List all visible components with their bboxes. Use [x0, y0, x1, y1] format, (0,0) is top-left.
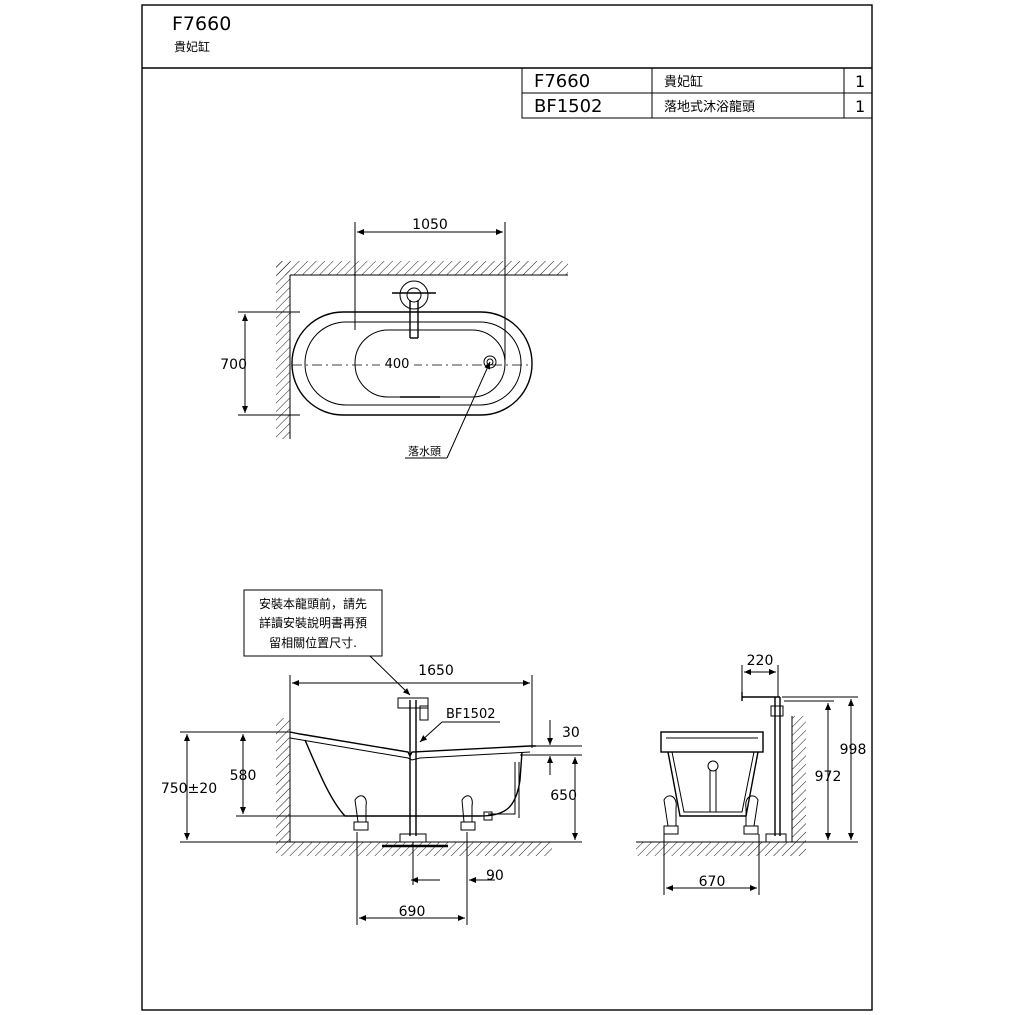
- end-floor: [636, 842, 806, 856]
- side-faucet-label: BF1502: [446, 707, 495, 722]
- plan-faucet-base: [399, 280, 429, 310]
- parts-row-2-code: BF1502: [534, 96, 603, 117]
- side-note-line-1: 安裝本龍頭前，請先: [259, 596, 367, 611]
- parts-row-1-qty: 1: [855, 72, 865, 91]
- side-dim-total-height: 750±20: [161, 781, 217, 797]
- parts-row-2-name: 落地式沐浴龍頭: [664, 99, 755, 115]
- end-dim-972: 972: [815, 769, 842, 785]
- plan-wall-top: [276, 261, 568, 275]
- side-wall: [276, 718, 290, 842]
- side-tub-foot-left: [353, 795, 369, 831]
- side-note-line-3: 留相關位置尺寸.: [269, 635, 357, 650]
- side-floor: [276, 842, 552, 856]
- title-model: F7660: [172, 13, 231, 35]
- side-note-box: [243, 589, 383, 657]
- sheet-border: [141, 4, 873, 1011]
- side-dim-90: 90: [486, 868, 504, 884]
- plan-tub-outer: [291, 311, 533, 416]
- end-dim-998: 998: [840, 742, 867, 758]
- end-wall: [792, 716, 806, 842]
- side-faucet: [382, 697, 448, 848]
- side-tub-body: [304, 739, 523, 817]
- plan-wall-left: [276, 261, 290, 439]
- end-tub-rim: [660, 731, 764, 753]
- title-name: 貴妃缸: [174, 39, 210, 54]
- plan-view: 1050 700 400 落水頭: [220, 217, 568, 459]
- side-view: 安裝本龍頭前，請先 詳讀安裝說明書再預 留相關位置尺寸.: [161, 589, 582, 925]
- end-dim-220: 220: [747, 653, 774, 669]
- end-faucet: [741, 692, 787, 843]
- plan-dim-width: 700: [220, 357, 247, 373]
- side-dim-inner-height: 580: [230, 768, 257, 784]
- end-tub-foot-left: [663, 795, 679, 835]
- plan-dim-inner: 400: [385, 357, 410, 372]
- plan-dim-length: 1050: [412, 217, 448, 233]
- parts-row-1-name: 貴妃缸: [664, 74, 703, 90]
- parts-row-2-qty: 1: [855, 97, 865, 116]
- end-view: 220 998 972 670: [636, 653, 866, 895]
- parts-row-1-code: F7660: [534, 71, 590, 92]
- side-dim-650: 650: [550, 788, 577, 804]
- plan-tub-inner: [304, 321, 522, 406]
- side-dim-690: 690: [399, 904, 426, 920]
- plan-drain: [483, 355, 497, 369]
- side-dim-length: 1650: [418, 663, 454, 679]
- end-dim-670: 670: [699, 874, 726, 890]
- plan-basin: [354, 329, 506, 398]
- plan-drain-label: 落水頭: [408, 445, 441, 458]
- end-tub-foot-right: [743, 795, 759, 835]
- side-dim-rim: 30: [562, 725, 580, 741]
- parts-table: F7660 貴妃缸 1 BF1502 落地式沐浴龍頭 1: [521, 67, 873, 119]
- side-tub-foot-right: [460, 795, 476, 831]
- side-note-line-2: 詳讀安裝說明書再預: [259, 615, 367, 630]
- end-tub-body: [667, 751, 759, 817]
